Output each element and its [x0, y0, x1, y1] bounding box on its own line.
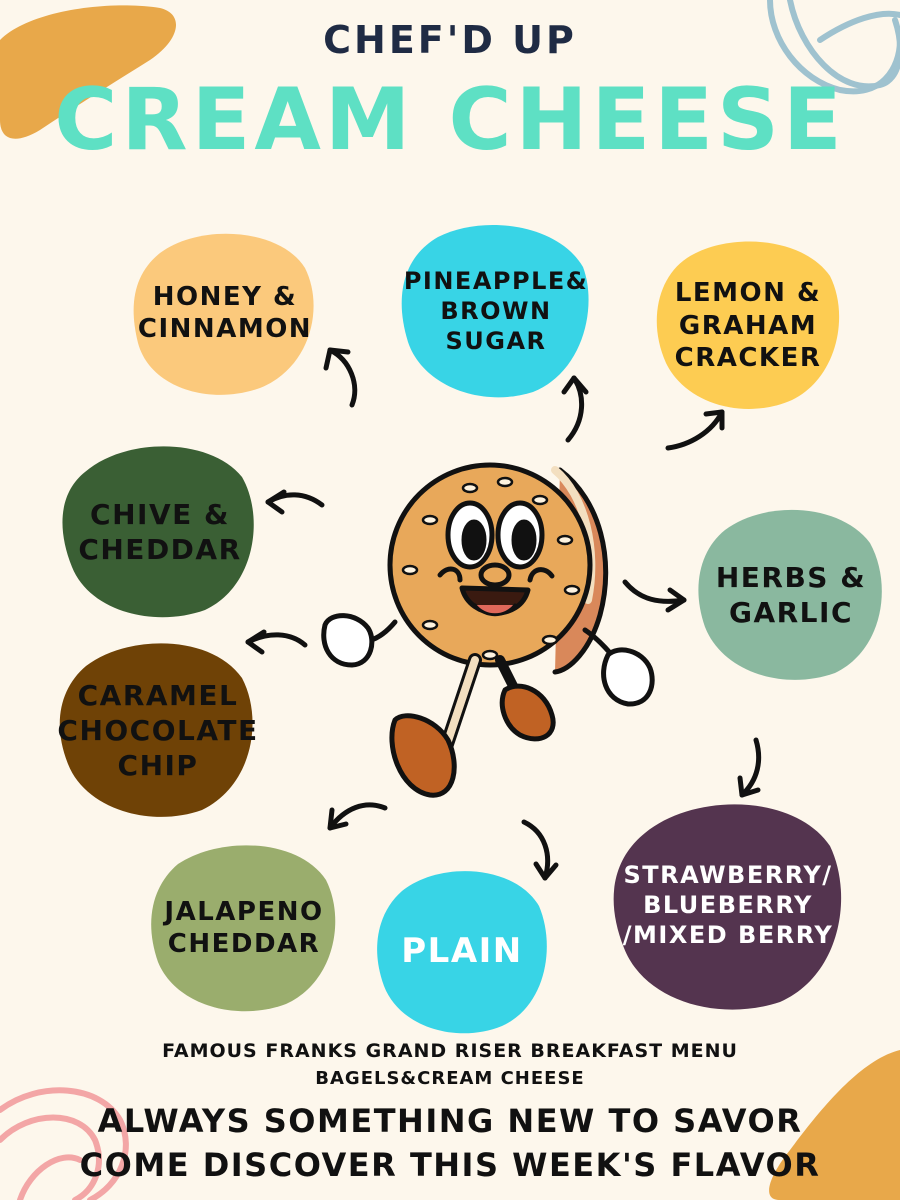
- poster-title: CREAM CHEESE: [54, 70, 846, 170]
- flavor-label: PLAIN: [401, 930, 523, 971]
- flavor-blob-lemon-graham-cracker: LEMON & GRAHAM CRACKER: [652, 238, 844, 414]
- flavor-label: CARAMEL CHOCOLATE CHIP: [57, 678, 259, 782]
- flavor-label: HERBS & GARLIC: [715, 561, 867, 629]
- flavor-blob-strawberry-blueberry-mixed-berry: STRAWBERRY/ BLUEBERRY /MIXED BERRY: [610, 798, 846, 1012]
- flavor-blob-herbs-garlic: HERBS & GARLIC: [695, 505, 887, 685]
- blob-shape: [656, 241, 840, 409]
- blob-shape: [133, 233, 314, 395]
- blob-shape: [62, 446, 254, 618]
- arrow-icon: [521, 819, 559, 881]
- poster-subtitle: CHEF'D UP: [323, 18, 577, 62]
- arrow-icon: [665, 409, 725, 451]
- pink-scribble-bottom-left: [0, 1087, 129, 1200]
- orange-blob-bottom-right: [769, 1050, 900, 1200]
- sub-line: BAGELS&CREAM CHEESE: [315, 1068, 585, 1089]
- blob-shape: [377, 871, 547, 1034]
- blob-shape: [613, 804, 842, 1010]
- flavor-blob-caramel-chocolate-chip: CARAMEL CHOCOLATE CHIP: [56, 638, 260, 822]
- arrow-icon: [323, 347, 358, 408]
- flavor-blob-chive-cheddar: CHIVE & CHEDDAR: [60, 442, 260, 622]
- menu-line: FAMOUS FRANKS GRAND RISER BREAKFAST MENU: [162, 1040, 738, 1062]
- flavor-label: LEMON & GRAHAM CRACKER: [674, 278, 822, 374]
- flavor-label: JALAPENO CHEDDAR: [164, 896, 324, 960]
- flavor-label: CHIVE & CHEDDAR: [78, 498, 242, 566]
- slogan-line-2: COME DISCOVER THIS WEEK'S FLAVOR: [79, 1146, 821, 1184]
- arrow-icon: [245, 629, 308, 655]
- arrow-icon: [561, 375, 589, 443]
- slogan-line-1: ALWAYS SOMETHING NEW TO SAVOR: [97, 1102, 803, 1140]
- arrow-icon: [737, 737, 762, 798]
- arrow-icon: [327, 802, 388, 831]
- flavor-label: STRAWBERRY/ BLUEBERRY /MIXED BERRY: [622, 861, 834, 949]
- blob-shape: [59, 643, 253, 817]
- flavor-label: PINEAPPLE& BROWN SUGAR: [403, 267, 589, 355]
- flavor-blob-plain: PLAIN: [374, 866, 550, 1036]
- arrow-icon: [622, 579, 687, 613]
- blob-shape: [401, 224, 589, 398]
- flavor-blob-pineapple-brown-sugar: PINEAPPLE& BROWN SUGAR: [398, 222, 594, 400]
- flavor-blob-honey-cinnamon: HONEY & CINNAMON: [130, 228, 320, 398]
- orange-blob-top-left: [0, 5, 177, 139]
- blob-shape: [698, 509, 882, 680]
- arrow-icon: [265, 489, 325, 515]
- flavor-label: HONEY & CINNAMON: [137, 281, 313, 345]
- flavor-blob-jalapeno-cheddar: JALAPENO CHEDDAR: [148, 840, 340, 1016]
- blob-shape: [151, 845, 336, 1012]
